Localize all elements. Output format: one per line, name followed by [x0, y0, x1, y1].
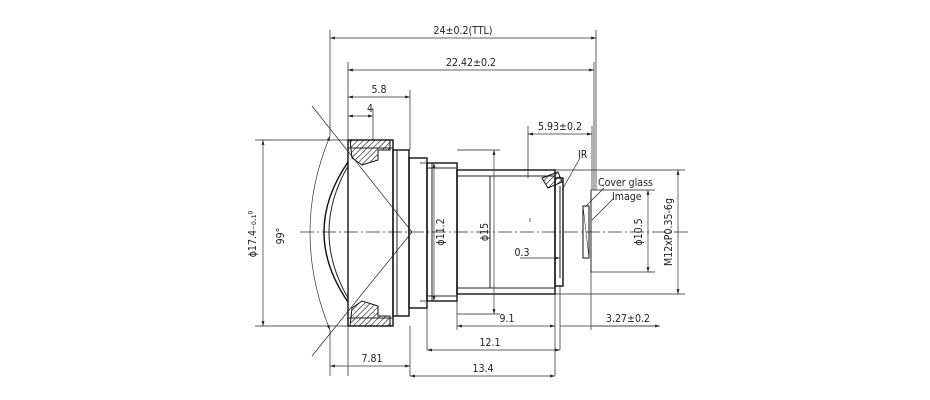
- extension-lines: [255, 30, 685, 376]
- dia-10-5-label: ϕ10.5: [633, 218, 645, 245]
- dim-5-93-label: 5.93±0.2: [538, 121, 582, 133]
- fov-line-upper: [311, 105, 413, 233]
- dia-17-4-label: ϕ17.4₋₀.₁⁰: [247, 210, 259, 257]
- dimension-lines: [330, 36, 660, 378]
- image-label: Image: [612, 191, 642, 203]
- dome-lens: [323, 161, 349, 303]
- dim-0-3-label: 0.3: [514, 247, 529, 259]
- dim-3-27-label: 3.27±0.2: [606, 313, 650, 325]
- dim-4-label: 4: [367, 103, 373, 115]
- dim-7-81-label: 7.81: [361, 353, 382, 365]
- dia-15-label: ϕ15: [479, 223, 491, 241]
- fov-label: 99°: [275, 228, 287, 245]
- vertical-dimension-lines: [261, 140, 680, 326]
- dim-12-1-label: 12.1: [479, 337, 500, 349]
- cover-glass-label: Cover glass: [598, 177, 653, 189]
- ir-label: IR: [578, 149, 588, 161]
- rear-filter: [541, 171, 564, 287]
- dia-11-2-label: ϕ11.2: [435, 218, 447, 245]
- front-barrel: [347, 139, 428, 327]
- dim-9-1-label: 9.1: [499, 313, 514, 325]
- fov-line-lower: [311, 231, 413, 357]
- dim-22-42-label: 22.42±0.2: [446, 57, 496, 69]
- thread-label: M12xP0.35-6g: [663, 198, 675, 266]
- middle-barrel: [426, 162, 556, 302]
- dim-13-4-label: 13.4: [472, 363, 493, 375]
- dim-5-8-label: 5.8: [371, 84, 386, 96]
- dim-ttl-label: 24±0.2(TTL): [434, 25, 493, 37]
- cover-glass-sensor: [582, 187, 615, 272]
